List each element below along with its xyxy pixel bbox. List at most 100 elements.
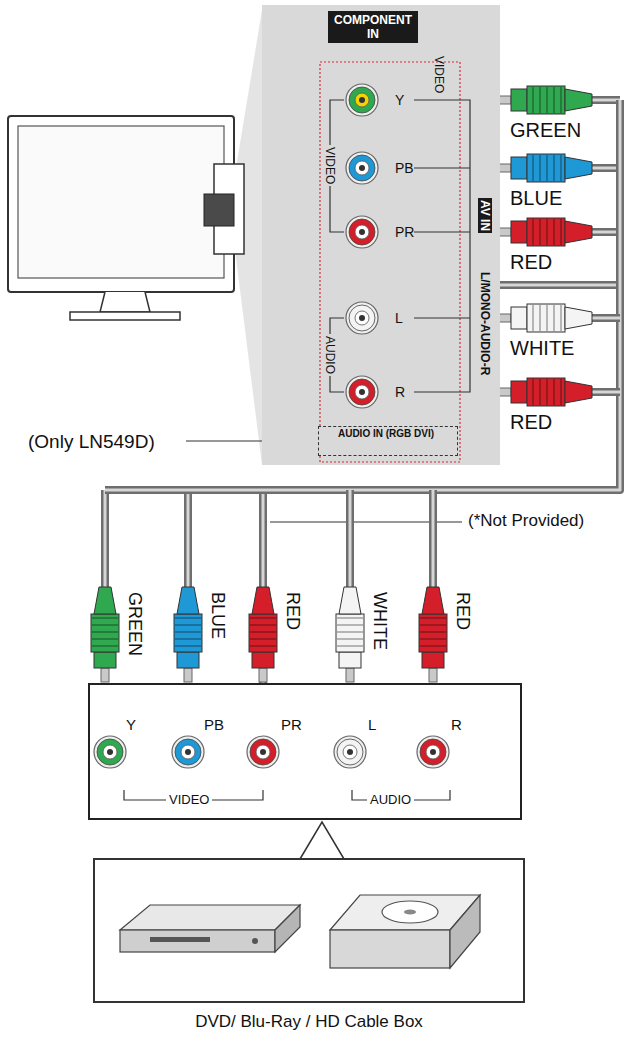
jack-rim — [346, 84, 378, 116]
grip-ridge — [92, 631, 118, 633]
grip-ridge — [92, 617, 118, 619]
jack-ring — [420, 739, 446, 765]
grip-ridge — [560, 87, 562, 113]
jack-pin — [185, 749, 191, 755]
jack-insulator — [103, 745, 117, 759]
plug-grip — [249, 614, 277, 652]
jack-ring — [349, 379, 375, 405]
jack-label: L — [395, 310, 403, 327]
cable-core — [262, 490, 265, 590]
plug-pin — [184, 668, 192, 682]
grip-ridge — [560, 379, 562, 405]
jack-ring — [349, 155, 375, 181]
jack-rim — [417, 736, 449, 768]
wire-color: RED — [510, 250, 552, 274]
jack-pin — [107, 749, 113, 755]
grip-ridge — [250, 638, 276, 640]
wire-color: RED — [452, 592, 474, 630]
jack-ring — [97, 739, 123, 765]
jack-rim — [346, 376, 378, 408]
cable-core — [619, 100, 622, 300]
rca-plug — [497, 378, 592, 406]
node-art — [262, 5, 500, 465]
rca-jack — [346, 216, 378, 248]
jack-rim — [346, 302, 378, 334]
plug-collar — [94, 652, 116, 668]
grip-ridge — [532, 219, 534, 245]
jack-label: L — [368, 716, 376, 734]
jack-pin — [347, 749, 353, 755]
disc-hole — [404, 910, 416, 915]
plug-grip — [336, 614, 364, 652]
group-label: VIDEO — [166, 792, 212, 808]
grip-ridge — [420, 624, 446, 626]
cable-core — [590, 231, 620, 234]
rca-plug — [497, 304, 592, 332]
rca-jack — [247, 736, 279, 768]
jack-label: PB — [204, 716, 224, 734]
jack-ring — [250, 739, 276, 765]
grip-ridge — [250, 624, 276, 626]
jack-rim — [346, 216, 378, 248]
model-note: (Only LN549D) — [28, 430, 155, 453]
grip-ridge — [532, 305, 534, 331]
plug-grip — [527, 304, 565, 332]
cable-core — [590, 167, 620, 170]
grip-ridge — [546, 305, 548, 331]
plug-grip — [527, 86, 565, 114]
node-art-group — [94, 736, 450, 800]
grip-ridge — [546, 379, 548, 405]
grip-ridge — [337, 617, 363, 619]
node-art — [90, 685, 524, 822]
cable — [429, 490, 437, 590]
node-art-group — [320, 62, 470, 462]
jack-pin — [359, 315, 365, 321]
rca-plug — [174, 587, 202, 682]
plug-grip — [174, 614, 202, 652]
cable-core — [432, 490, 435, 590]
rca-plug — [91, 587, 119, 682]
plug-collar — [252, 652, 274, 668]
plug-boot — [565, 381, 592, 403]
jack-label: Y — [126, 716, 136, 734]
jack-label: PR — [395, 224, 414, 241]
plug-boot — [252, 587, 274, 614]
jack-label: PR — [281, 716, 302, 734]
grip-ridge — [92, 624, 118, 626]
plug-boot — [94, 587, 116, 614]
bracket — [414, 100, 470, 392]
grip-ridge — [560, 305, 562, 331]
wire-color: WHITE — [369, 592, 391, 650]
group-label: VIDEO — [323, 145, 337, 186]
rca-jack — [417, 736, 449, 768]
cable — [590, 388, 620, 396]
tv-illustration — [8, 116, 244, 320]
plug-collar — [511, 381, 527, 403]
jack-ring — [175, 739, 201, 765]
grip-ridge — [420, 631, 446, 633]
cable — [259, 490, 267, 590]
panel-title: COMPONENT IN — [328, 11, 418, 43]
plug-pin — [429, 668, 437, 682]
grip-ridge — [420, 638, 446, 640]
wire-color: BLUE — [510, 186, 562, 210]
grip-ridge — [560, 155, 562, 181]
jack-ring — [349, 219, 375, 245]
plug-pin — [346, 668, 354, 682]
rca-plug — [419, 587, 447, 682]
device-box: DVD/ Blu-Ray / HD Cable Box — [93, 858, 525, 1003]
wire-color: GREEN — [124, 592, 146, 656]
grip-ridge — [337, 631, 363, 633]
cable — [590, 164, 620, 172]
rca-jack — [346, 376, 378, 408]
jack-ring — [349, 305, 375, 331]
cable-core — [105, 489, 275, 492]
grip-ridge — [175, 624, 201, 626]
plug-boot — [565, 307, 592, 329]
rca-jack — [346, 84, 378, 116]
jack-rim — [247, 736, 279, 768]
jack-rim — [334, 736, 366, 768]
disc-tray — [150, 937, 210, 942]
jack-pin — [260, 749, 266, 755]
